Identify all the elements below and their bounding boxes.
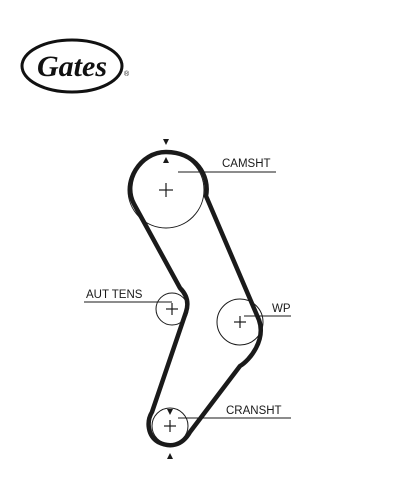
auto-tensioner-label: AUT TENS <box>86 289 143 301</box>
crankshaft-label: CRANSHT <box>226 405 282 417</box>
crank-pulley-timing-mark-icon <box>167 409 173 415</box>
bottom-timing-mark-icon <box>167 453 173 459</box>
crankshaft-circle <box>151 407 189 445</box>
logo-oval <box>20 38 124 94</box>
cam-pulley-timing-mark-icon <box>163 157 169 163</box>
gates-logo: Gates ® <box>20 38 130 94</box>
top-timing-mark-icon <box>163 139 169 145</box>
water-pump-circle <box>216 298 264 346</box>
tensioner-pulley <box>155 292 189 326</box>
crankshaft-pulley <box>151 407 189 445</box>
registered-mark: ® <box>124 70 130 78</box>
camshaft-label: CAMSHT <box>222 158 271 170</box>
water-pump-pulley <box>216 298 264 346</box>
logo-wordmark: Gates <box>37 50 107 83</box>
water-pump-label: WP <box>272 303 291 315</box>
tensioner-circle <box>155 292 189 326</box>
camshaft-circle <box>127 151 205 229</box>
camshaft-pulley <box>127 151 205 229</box>
timing-belt <box>127 149 263 448</box>
